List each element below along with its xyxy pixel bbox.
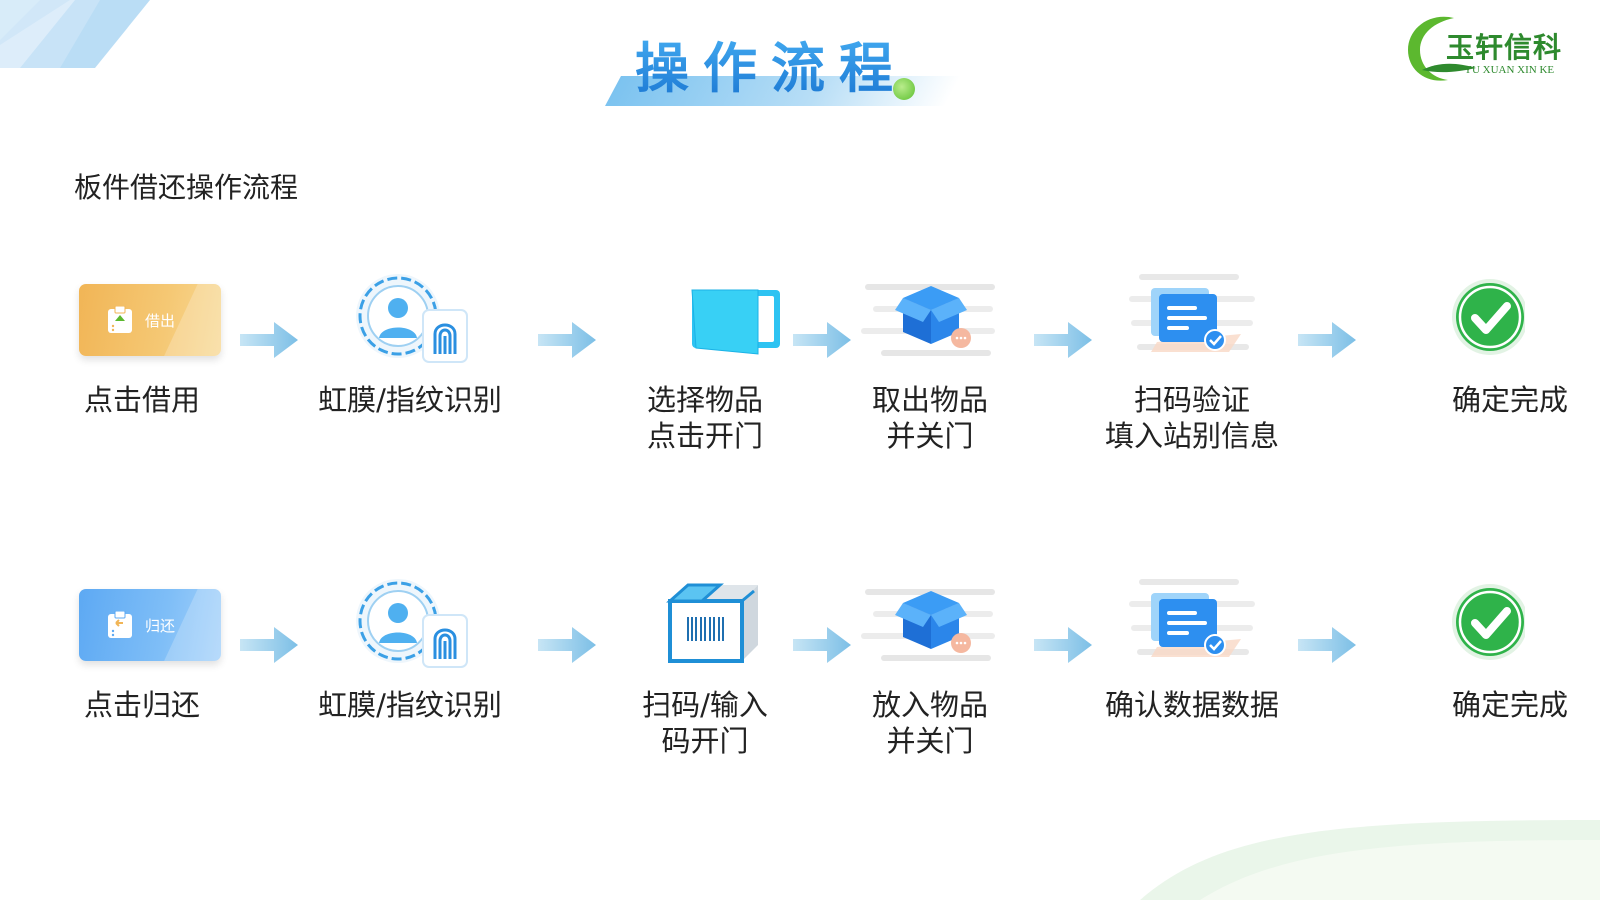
section-subtitle: 板件借还操作流程	[74, 171, 299, 204]
return-step-4: 放入物品 并关门	[810, 575, 1050, 795]
step-label: 点击借用	[83, 383, 200, 417]
borrow-step-2: 虹膜/指纹识别	[290, 270, 530, 490]
return-flow-row: 归还 点击归还 虹膜/指纹识别	[0, 575, 1600, 795]
step-label: 虹膜/指纹识别	[318, 383, 502, 417]
arrow-right-icon	[793, 322, 851, 358]
return-step-3: 扫码/输入 码开门	[585, 575, 825, 795]
return-step-5: 确认数据数据	[1072, 575, 1312, 795]
arrow-right-icon	[1034, 322, 1092, 358]
step-label: 取出物品 并关门	[871, 383, 988, 453]
borrow-flow-row: 借出 点击借用 虹膜/指纹识别 选择物品 点	[0, 270, 1600, 490]
check-circle-icon	[1452, 279, 1525, 355]
step-label: 确认数据数据	[1104, 688, 1279, 722]
iris-fingerprint-icon	[356, 579, 468, 668]
arrow-right-icon	[793, 627, 851, 663]
arrow-right-icon	[1298, 627, 1356, 663]
title-dot	[893, 78, 915, 100]
return-button-icon[interactable]: 归还	[67, 575, 221, 675]
step-label: 虹膜/指纹识别	[318, 688, 502, 722]
return-button[interactable]: 归还	[79, 589, 221, 661]
borrow-step-6: 确定完成	[1330, 270, 1570, 490]
step-label: 确定完成	[1451, 383, 1568, 417]
return-step-2: 虹膜/指纹识别	[290, 575, 530, 795]
return-step-1: 归还 点击归还	[22, 575, 262, 795]
barcode-box-icon	[666, 583, 758, 663]
logo-chinese-name: 玉轩信科	[1446, 31, 1563, 64]
return-button-text: 归还	[145, 616, 176, 635]
arrow-right-icon	[1034, 627, 1092, 663]
package-icon	[861, 284, 995, 356]
cabinet-door-icon	[691, 289, 780, 355]
arrow-right-icon	[240, 322, 298, 358]
arrow-right-icon	[538, 627, 596, 663]
borrow-step-3: 选择物品 点击开门	[585, 270, 825, 490]
arrow-right-icon	[1298, 322, 1356, 358]
document-check-icon	[1129, 579, 1255, 657]
company-logo: 玉轩信科 YU XUAN XIN KE	[1402, 8, 1572, 88]
logo-english-name: YU XUAN XIN KE	[1464, 64, 1555, 76]
check-circle-icon	[1452, 584, 1525, 660]
step-label: 扫码验证 填入站别信息	[1104, 383, 1279, 453]
clipboard-icon	[108, 306, 132, 333]
page-title-banner: 操作流程	[605, 18, 961, 108]
iris-fingerprint-icon	[356, 274, 468, 363]
step-label: 点击归还	[83, 688, 200, 722]
step-label: 放入物品 并关门	[871, 688, 988, 758]
borrow-step-1: 借出 点击借用	[22, 270, 262, 490]
logo-leaf-icon	[1408, 16, 1476, 81]
page-title: 操作流程	[635, 24, 907, 103]
arrow-right-icon	[240, 627, 298, 663]
arrow-right-icon	[538, 322, 596, 358]
corner-decoration	[0, 0, 150, 68]
package-icon	[861, 589, 995, 661]
step-label: 扫码/输入 码开门	[642, 688, 768, 758]
step-label: 确定完成	[1451, 688, 1568, 722]
borrow-button-icon[interactable]: 借出	[67, 270, 221, 370]
corner-decoration-bottom	[1140, 820, 1600, 900]
borrow-step-5: 扫码验证 填入站别信息	[1072, 270, 1312, 490]
clipboard-return-icon	[108, 611, 132, 638]
step-label: 选择物品 点击开门	[646, 383, 763, 453]
return-step-6: 确定完成	[1330, 575, 1570, 795]
document-check-icon	[1129, 274, 1255, 352]
borrow-button[interactable]: 借出	[79, 284, 221, 356]
borrow-step-4: 取出物品 并关门	[810, 270, 1050, 490]
borrow-button-text: 借出	[145, 311, 176, 330]
